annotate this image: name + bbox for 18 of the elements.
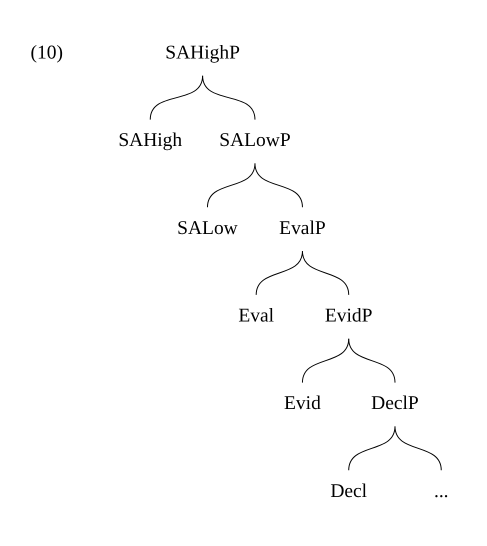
connector xyxy=(394,426,442,471)
node-text: EvalP xyxy=(278,218,326,239)
label: (10) xyxy=(30,42,62,64)
node-text: Eval xyxy=(238,305,274,326)
node-text: EvidP xyxy=(324,305,372,326)
node-text: Decl xyxy=(330,480,367,502)
node-text: SAHighP xyxy=(164,42,240,64)
connector xyxy=(301,338,349,384)
connector xyxy=(202,75,255,120)
connector xyxy=(301,250,349,296)
connector xyxy=(348,338,395,384)
connector xyxy=(254,162,302,208)
node-text: SALowP xyxy=(218,130,290,152)
node-text: SAHigh xyxy=(118,130,182,152)
node-text: DeclP xyxy=(370,393,418,414)
node-text: ... xyxy=(433,480,448,502)
node-text: Evid xyxy=(284,393,320,414)
node-text: SALow xyxy=(176,218,238,239)
